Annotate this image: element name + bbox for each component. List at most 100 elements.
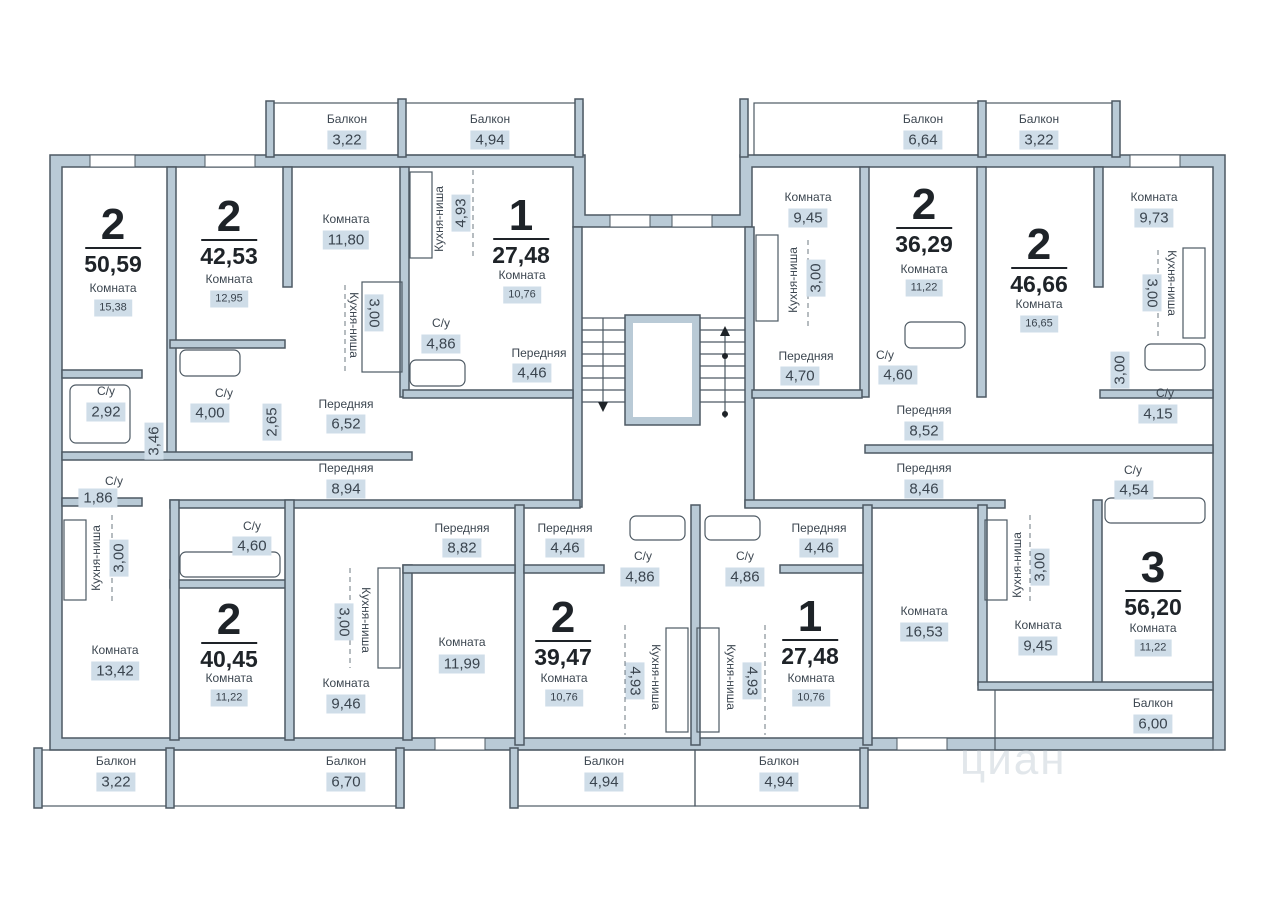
rooms-count: 2: [100, 200, 126, 249]
room-area: 8,82: [442, 538, 482, 558]
stairwell: [582, 314, 745, 426]
divider: [201, 642, 257, 644]
room-name: Передняя: [434, 521, 490, 535]
room-area: 15,38: [94, 299, 132, 317]
divider: [1011, 267, 1067, 269]
room-area: 10,76: [792, 689, 830, 707]
room-name: С/у: [243, 519, 261, 533]
windows: [89, 154, 1181, 751]
kitchen-niche-area: 4,93: [742, 662, 762, 700]
kitchen-niche-area: 3,00: [1030, 548, 1050, 586]
room-area: 8,52: [904, 421, 944, 441]
divider: [201, 239, 257, 241]
kitchen-niche-area: 3,00: [1142, 274, 1162, 312]
room-area: 6,64: [903, 130, 943, 150]
apartment-area: 39,47: [534, 644, 592, 670]
dimension-value: 3,00: [1110, 351, 1130, 389]
room-area: 4,86: [620, 567, 660, 587]
room-name: Балкон: [469, 112, 511, 126]
kitchen-niche-label: Кухня-ниша: [724, 644, 738, 710]
divider: [535, 640, 591, 642]
dimension-value: 2,65: [262, 403, 282, 441]
room-area: 4,70: [780, 366, 820, 386]
room-area: 9,73: [1134, 208, 1174, 228]
room-name: Комната: [498, 268, 546, 282]
kitchen-niche-area: 4,93: [451, 194, 471, 232]
kitchen-niche-area: 3,00: [334, 603, 354, 641]
room-name: С/у: [1156, 386, 1174, 400]
apartment-area: 27,48: [492, 242, 550, 268]
room-name: С/у: [736, 549, 754, 563]
balconies-bottom: [33, 689, 1214, 809]
room-name: Балкон: [902, 112, 944, 126]
room-area: 4,46: [799, 538, 839, 558]
room-area: 16,53: [900, 622, 948, 642]
room-name: Комната: [91, 643, 139, 657]
rooms-count: 2: [1026, 220, 1052, 269]
kitchen-niche-label: Кухня-ниша: [89, 525, 103, 591]
room-area: 11,22: [905, 279, 943, 297]
room-name: Передняя: [537, 521, 593, 535]
room-area: 6,00: [1133, 714, 1173, 734]
balconies-top: [265, 98, 1121, 158]
room-area: 11,22: [210, 689, 248, 707]
room-name: Передняя: [318, 461, 374, 475]
divider: [896, 227, 952, 229]
room-name: Комната: [205, 272, 253, 286]
room-name: С/у: [1124, 463, 1142, 477]
apartment-area: 46,66: [1010, 271, 1068, 297]
room-name: Комната: [322, 212, 370, 226]
divider: [782, 639, 838, 641]
room-name: Комната: [322, 676, 370, 690]
rooms-count: 2: [216, 192, 242, 241]
room-name: Комната: [900, 262, 948, 276]
room-name: С/у: [876, 348, 894, 362]
room-name: Комната: [205, 671, 253, 685]
room-name: Комната: [540, 671, 588, 685]
room-name: С/у: [432, 316, 450, 330]
apartment-area: 40,45: [200, 646, 258, 672]
room-name: Балкон: [95, 754, 137, 768]
room-area: 4,54: [1114, 480, 1154, 500]
apartment-area: 50,59: [84, 251, 142, 277]
apartment-area: 36,29: [895, 231, 953, 257]
kitchen-niche-label: Кухня-ниша: [649, 644, 663, 710]
fixtures: [63, 171, 1206, 733]
room-name: С/у: [634, 549, 652, 563]
room-name: Комната: [900, 604, 948, 618]
room-area: 11,80: [322, 230, 370, 250]
rooms-count: 3: [1140, 543, 1166, 592]
apartment-area: 27,48: [781, 643, 839, 669]
room-name: Комната: [1014, 618, 1062, 632]
room-area: 4,94: [584, 772, 624, 792]
dimension-value: 3,46: [144, 422, 164, 460]
room-name: С/у: [97, 384, 115, 398]
room-name: Балкон: [583, 754, 625, 768]
apartment-area: 42,53: [200, 243, 258, 269]
room-name: Передняя: [318, 397, 374, 411]
divider: [85, 247, 141, 249]
kitchen-niche-area: 4,93: [625, 662, 645, 700]
room-name: Балкон: [326, 112, 368, 126]
room-name: Балкон: [758, 754, 800, 768]
room-area: 13,42: [91, 661, 139, 681]
room-area: 4,86: [725, 567, 765, 587]
kitchen-niche-label: Кухня-ниша: [786, 247, 800, 313]
rooms-count: 2: [550, 593, 576, 642]
kitchen-niche-label: Кухня-ниша: [1165, 250, 1179, 316]
kitchen-niche-label: Кухня-ниша: [432, 186, 446, 252]
room-area: 1,86: [78, 488, 118, 508]
room-area: 4,46: [545, 538, 585, 558]
room-name: Передняя: [896, 461, 952, 475]
room-area: 12,95: [210, 290, 248, 308]
room-area: 9,46: [326, 694, 366, 714]
room-name: Передняя: [896, 403, 952, 417]
room-name: Балкон: [325, 754, 367, 768]
